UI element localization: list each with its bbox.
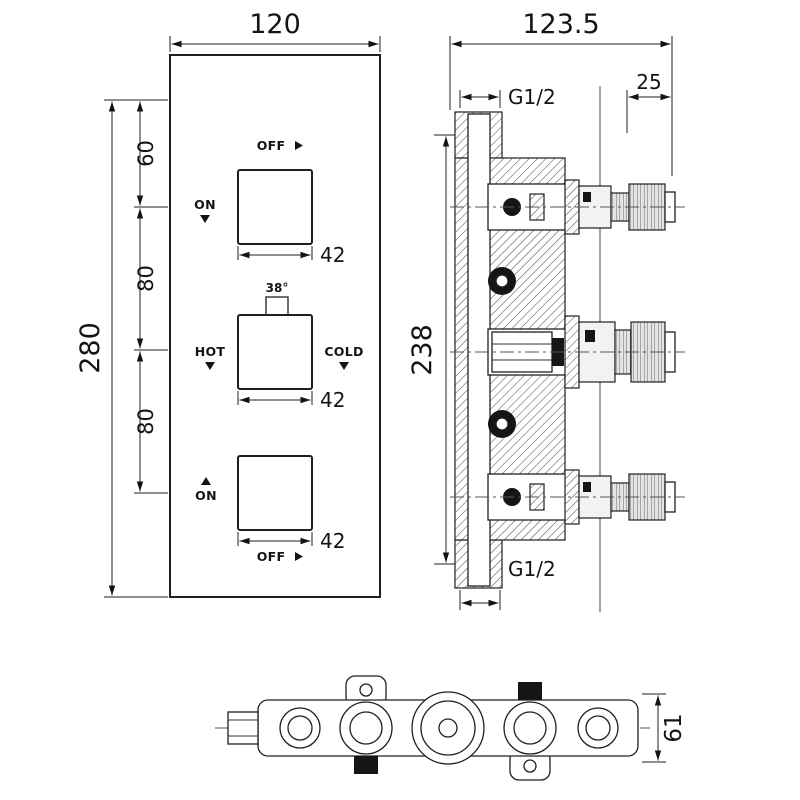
dim-depth-61: 61 [642,693,687,763]
dim-knob-bot-42: 42 [237,529,345,553]
dim-height-280: 280 [75,99,168,598]
dim-cap-label: 25 [636,70,661,94]
label-on-top: ON [194,197,216,212]
pipe-stub-left [227,711,259,745]
label-temp-38: 38° [266,281,289,295]
temp-override-button [265,296,289,316]
label-on-bottom: ON [195,488,217,503]
plan-view: 61 [215,675,687,781]
dim-knob-bot-label: 42 [320,529,345,553]
knob-middle [237,314,313,390]
fixing-block-bottom [354,756,378,774]
dim-width-123-5: 123.5 [449,9,673,176]
label-cold: COLD [324,344,363,359]
arrow-right-icon [295,552,303,561]
arrow-up-icon [201,477,211,485]
label-off-bottom: OFF [257,549,286,564]
dim-cap-25: 25 [626,70,671,133]
tab-hole-top [359,683,373,697]
dim-knob-top-42: 42 [237,243,345,267]
dim-knob-top-label: 42 [320,243,345,267]
tab-hole-bottom [523,759,537,773]
valve-body-section [454,111,569,589]
section-view: 123.5 25 G1/2 238 [407,9,685,612]
dim-width-label: 120 [249,9,301,40]
knob-top [237,169,313,245]
dim-chain: 60 80 80 [134,101,168,494]
dim-seg-mid-label: 80 [134,265,158,292]
dim-seg-top-label: 60 [134,140,158,167]
dim-depth-label: 61 [661,713,687,742]
dim-port-bottom: G1/2 [459,557,556,610]
dim-section-width-label: 123.5 [522,9,599,40]
dim-port-top: G1/2 [459,85,556,109]
arrow-down-icon [205,362,215,370]
fixing-block-top [518,682,542,700]
dim-section-height-label: 238 [407,324,438,376]
dim-knob-mid-42: 42 [237,388,345,412]
arrow-down-icon [339,362,349,370]
label-hot: HOT [195,344,226,359]
water-channel [467,113,491,587]
port-top-label: G1/2 [508,85,556,109]
dim-width-120: 120 [169,9,381,52]
dim-knob-mid-label: 42 [320,388,345,412]
dim-height-238: 238 [407,134,456,565]
dim-seg-bot-label: 80 [134,408,158,435]
arrow-down-icon [200,215,210,223]
knob-bottom [237,455,313,531]
arrow-right-icon [295,141,303,150]
dim-height-label: 280 [75,322,106,374]
port-bottom-label: G1/2 [508,557,556,581]
label-off-top: OFF [257,138,286,153]
front-view: 120 280 60 80 80 [75,9,381,598]
